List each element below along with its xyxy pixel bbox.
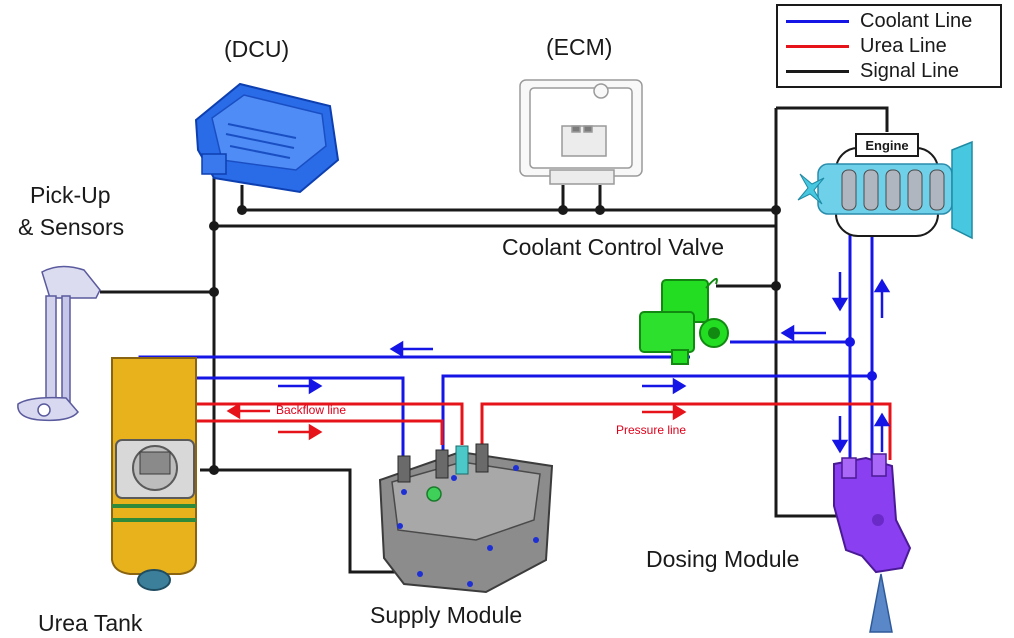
supply-module-icon <box>378 443 554 594</box>
urea-tank-icon <box>111 357 197 591</box>
signal-junctions <box>209 205 781 475</box>
pickup-label-line2: & Sensors <box>18 214 125 240</box>
legend-item-urea: Urea Line <box>778 34 1002 58</box>
legend-label-urea: Urea Line <box>860 35 947 57</box>
legend-label-coolant: Coolant Line <box>860 10 973 32</box>
signal-line-right-vertical <box>774 108 840 518</box>
spray-cone-icon <box>869 573 893 633</box>
coolant-control-valve-icon <box>639 277 729 365</box>
coolant-line-valve-tank <box>138 355 690 460</box>
coolant-junctions <box>845 337 877 381</box>
legend-item-coolant: Coolant Line <box>778 9 1002 33</box>
coolant-line-supply-dosing <box>441 374 872 455</box>
junction-dot <box>771 205 781 215</box>
signal-line-engine <box>776 106 889 132</box>
dosing-module-label: Dosing Module <box>646 546 800 572</box>
legend-swatch-urea <box>786 45 849 48</box>
signal-line-dcu-main <box>212 160 420 574</box>
junction-dot <box>209 287 219 297</box>
engine-label: Engine <box>865 138 908 153</box>
legend-swatch-coolant <box>786 20 849 23</box>
legend-swatch-signal <box>786 70 849 73</box>
pickup-sensor-icon <box>17 265 101 422</box>
junction-dot <box>595 205 605 215</box>
engine-icon <box>797 133 973 240</box>
dosing-module-icon <box>833 453 912 574</box>
junction-dot <box>771 281 781 291</box>
dcu-unit-icon <box>194 82 340 194</box>
coolant-control-valve-label: Coolant Control Valve <box>502 234 725 260</box>
legend: Coolant Line Urea Line Signal Line <box>776 4 1002 88</box>
junction-dot <box>209 465 219 475</box>
junction-dot <box>558 205 568 215</box>
junction-dot <box>867 371 877 381</box>
urea-line-backflow-inner <box>166 419 444 460</box>
pressure-line-label: Pressure line <box>616 423 687 437</box>
signal-lines <box>100 106 889 574</box>
urea-tank-label: Urea Tank <box>38 610 143 636</box>
ecm-unit-icon <box>519 79 643 185</box>
coolant-lines <box>138 235 874 460</box>
flow-arrows <box>226 272 891 454</box>
urea-line-pressure <box>480 402 892 460</box>
dcu-label: (DCU) <box>224 36 290 62</box>
pickup-label-line1: Pick-Up <box>30 182 111 208</box>
supply-module-label: Supply Module <box>370 602 523 628</box>
junction-dot <box>209 221 219 231</box>
fan-icon <box>797 173 825 205</box>
legend-label-signal: Signal Line <box>860 60 959 82</box>
junction-dot <box>845 337 855 347</box>
junction-dot <box>237 205 247 215</box>
legend-item-signal: Signal Line <box>778 59 1002 83</box>
ecm-label: (ECM) <box>546 34 613 60</box>
backflow-line-label: Backflow line <box>276 403 347 417</box>
urea-lines <box>148 402 892 460</box>
